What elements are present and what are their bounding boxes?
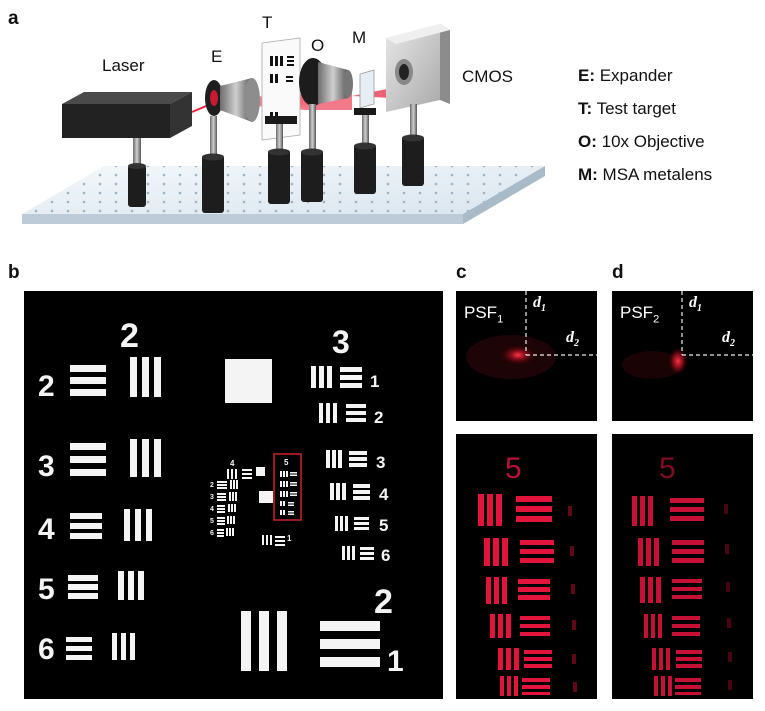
element-number: 6 [38, 633, 55, 666]
group-label-2-top: 2 [120, 317, 139, 355]
element-number: 4 [379, 485, 389, 504]
psf2-image: PSF2 d1 d2 [612, 291, 753, 421]
element-number: 5 [210, 518, 214, 525]
zoom-group-label-d: 5 [659, 452, 676, 485]
label-objective: O [311, 36, 325, 55]
element-number: 2 [210, 482, 214, 489]
psf1-image: PSF1 d1 d2 [456, 291, 597, 421]
psf1-label: PSF1 [464, 303, 504, 326]
element-number: 1 [370, 372, 379, 391]
panel-letter-a: a [8, 8, 19, 29]
right-element-numbers: 1 2 3 4 5 6 [370, 372, 390, 565]
element-number: 3 [210, 494, 214, 501]
psf2-axis-d1: d1 [689, 294, 702, 315]
element-number: 3 [38, 450, 55, 483]
legend-item-metalens: M: MSA metalens [578, 165, 713, 184]
cmos-camera [386, 24, 450, 186]
laser-unit [62, 92, 192, 207]
element-number: 3 [376, 453, 385, 472]
objective-lens [299, 58, 353, 202]
label-metalens: M [352, 28, 367, 47]
label-test-target: T [262, 13, 273, 32]
psf2-label: PSF2 [620, 303, 660, 326]
component-legend: E: Expander T: Test target O: 10x Object… [578, 66, 760, 185]
zoom-marker-box [273, 453, 302, 521]
psf1-axis-d1: d1 [533, 294, 546, 315]
group-label-3: 3 [332, 324, 350, 360]
left-bar-patterns [66, 357, 161, 660]
element-number: 6 [210, 530, 214, 537]
element-number: 5 [38, 573, 55, 606]
label-expander: E [211, 47, 223, 66]
panel-letter-b: b [8, 262, 20, 283]
label-laser: Laser [102, 56, 145, 75]
right-bar-patterns [311, 366, 374, 560]
panel-letter-d: d [612, 262, 624, 283]
element-number: 2 [38, 370, 55, 403]
left-element-numbers: 2 3 4 5 6 [38, 370, 55, 666]
zoomed-image-d: 5 [612, 434, 753, 699]
small-groups-4-5: 4 2 3 4 5 6 [210, 458, 297, 546]
zoom-bar-patterns-d [632, 496, 704, 696]
element-number: 4 [38, 513, 55, 546]
center-square [225, 359, 272, 403]
small-group-5-patterns [280, 471, 297, 515]
test-target-holder [261, 37, 301, 204]
small-square [259, 491, 273, 503]
group-label-2-bottom: 2 [374, 583, 393, 621]
zoomed-image-c: 5 [456, 434, 597, 699]
zoom-group-label-c: 5 [505, 452, 522, 485]
bottom-element-number: 1 [387, 645, 404, 678]
element-number: 6 [381, 546, 390, 565]
metalens-holder [354, 69, 376, 194]
psf1-axis-d2: d2 [566, 329, 579, 350]
element-number: 2 [374, 408, 383, 427]
bottom-bar-patterns [241, 611, 380, 671]
panel-letter-c: c [456, 262, 467, 283]
optical-setup-illustration [22, 24, 545, 224]
psf2-axis-d2: d2 [722, 329, 735, 350]
legend-item-objective: O: 10x Objective [578, 132, 705, 151]
resolution-target-image: 2 2 3 4 5 6 [24, 291, 443, 699]
legend-item-expander: E: Expander [578, 66, 673, 85]
label-cmos: CMOS [462, 67, 513, 86]
beam-expander [202, 78, 260, 213]
element-number: 5 [379, 516, 388, 535]
legend-item-test-target: T: Test target [578, 99, 676, 118]
zoom-bar-patterns-c [478, 494, 554, 696]
element-number: 4 [210, 506, 214, 513]
small-left-numbers: 2 3 4 5 6 [210, 482, 214, 537]
small-group-label-4: 4 [230, 459, 235, 468]
small-element-number: 1 [287, 534, 292, 543]
small-group-label-5: 5 [284, 458, 289, 467]
